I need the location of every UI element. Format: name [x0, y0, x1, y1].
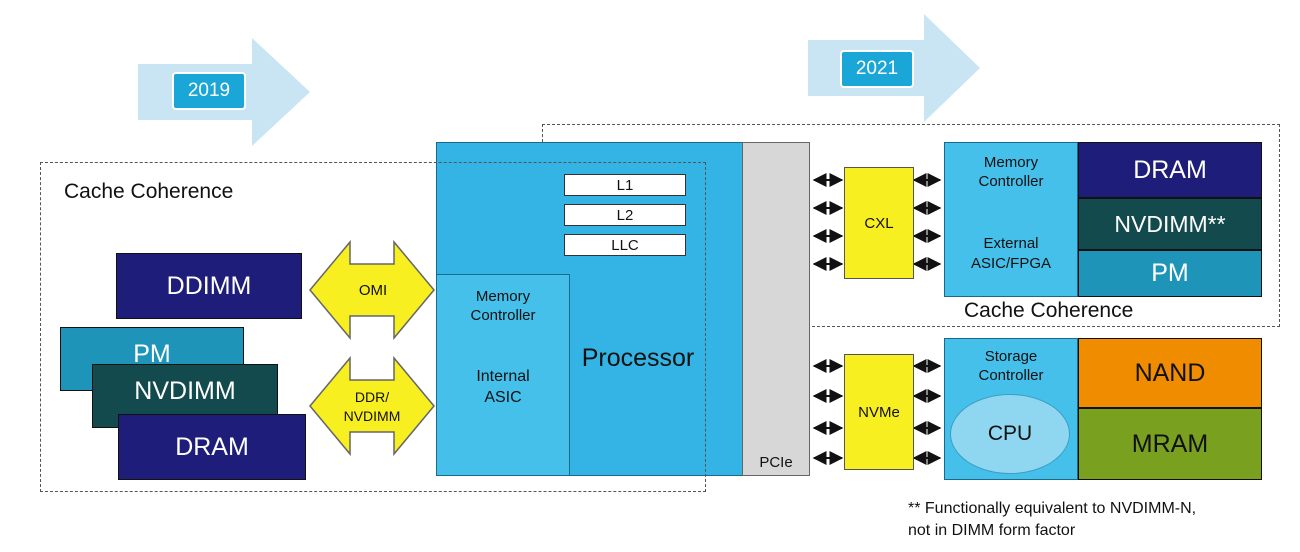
year-badge-2021: 2021 [840, 50, 914, 88]
cache-l2: L2 [564, 204, 686, 226]
internal-asic-label: Internal ASIC [476, 368, 530, 406]
cache-coherence-label-right: Cache Coherence [964, 299, 1134, 322]
year-badge-2019: 2019 [172, 72, 246, 110]
cpu-ellipse: CPU [950, 394, 1070, 474]
module-ddimm: DDIMM [116, 253, 302, 319]
cxl-link: CXL [844, 167, 914, 279]
external-asic-label: External ASIC/FPGA [970, 235, 1052, 272]
cache-llc: LLC [564, 234, 686, 256]
module-dram: DRAM [118, 414, 306, 480]
nvme-media-mram: MRAM [1078, 408, 1262, 480]
left-interface-arrows [309, 239, 435, 457]
memory-controller-label: Memory Controller [470, 288, 536, 324]
storage-controller-label: Storage Controller [978, 348, 1044, 384]
omi-label: OMI [358, 281, 388, 299]
pcie-bus [742, 142, 810, 476]
pcie-label: PCIe [759, 453, 793, 471]
footnote: ** Functionally equivalent to NVDIMM-N, … [908, 500, 1197, 539]
cache-coherence-label-left: Cache Coherence [64, 180, 234, 203]
ddr-arrow [309, 355, 435, 457]
cxl-media-dram: DRAM [1078, 142, 1262, 198]
nvme-media-nand: NAND [1078, 338, 1262, 408]
nvme-link: NVMe [844, 354, 914, 470]
cache-coherence-region-left [40, 162, 706, 492]
processor-title: Processor [581, 343, 695, 372]
omi-arrow [309, 239, 435, 341]
cxl-media-pm: PM [1078, 250, 1262, 297]
ddr-nvdimm-label: DDR/ NVDIMM [343, 389, 401, 424]
cxl-controller-block [944, 142, 1078, 297]
cxl-memory-controller-label: Memory Controller [978, 154, 1044, 190]
memory-controller-block [436, 274, 570, 476]
cache-l1: L1 [564, 174, 686, 196]
cxl-media-nvdimm: NVDIMM** [1078, 198, 1262, 250]
